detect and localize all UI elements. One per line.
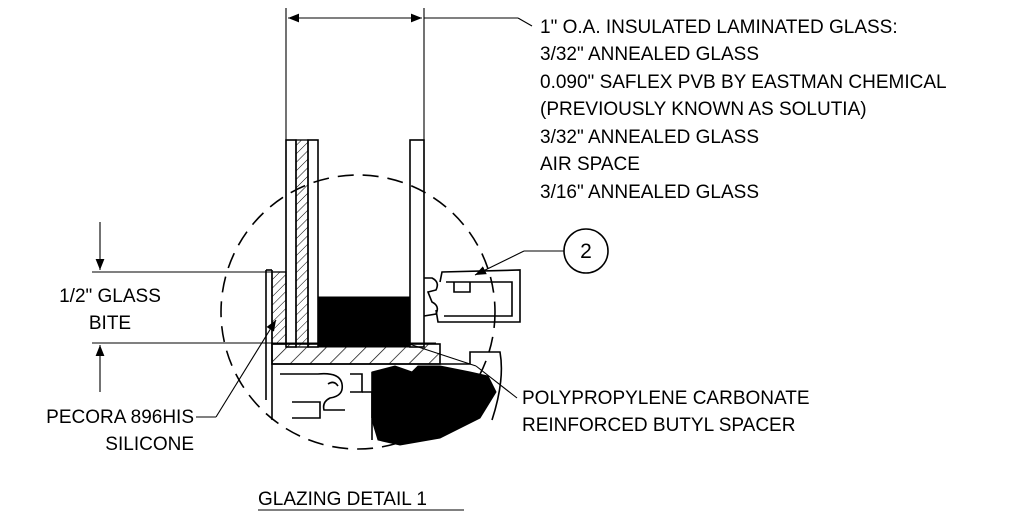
glass-callout-line7: 3/16" ANNEALED GLASS: [540, 182, 759, 203]
spacer-leader: [475, 365, 518, 399]
frame-extrusion: [265, 269, 503, 446]
pvb-interlayer: [295, 139, 309, 348]
middle-glass-lite: [307, 139, 319, 348]
detail-tag-number: 2: [580, 240, 592, 263]
glass-callout-line3: 0.090" SAFLEX PVB BY EASTMAN CHEMICAL: [540, 72, 947, 93]
spacer-label-line2: REINFORCED BUTYL SPACER: [522, 415, 795, 436]
glass-callout-line2: 3/32" ANNEALED GLASS: [540, 44, 759, 65]
silicone-bead: [271, 271, 287, 345]
silicone-label-line2: SILICONE: [105, 434, 194, 455]
overall-thickness-dimension: [285, 8, 533, 272]
glass-bite-label-line2: BITE: [89, 313, 131, 334]
outer-glass-lite: [285, 139, 297, 348]
spacer-leader-2: [387, 336, 477, 367]
silicone-leader-diag: [215, 319, 277, 418]
inner-glass-lite: [409, 139, 425, 348]
glazing-bead: [423, 269, 521, 323]
glass-assembly: [285, 139, 425, 348]
glass-callout-line6: AIR SPACE: [540, 154, 640, 175]
setting-block: [271, 343, 441, 365]
detail-circle: [220, 174, 496, 450]
detail-title: GLAZING DETAIL 1: [258, 489, 427, 510]
detail-tag: 2: [474, 228, 609, 276]
spacer-label-line1: POLYPROPYLENE CARBONATE: [522, 388, 810, 409]
glass-callout-line5: 3/32" ANNEALED GLASS: [540, 127, 759, 148]
silicone-label-line1: PECORA 896HIS: [46, 407, 194, 428]
glass-callout-line1: 1" O.A. INSULATED LAMINATED GLASS:: [540, 17, 898, 38]
glass-bite-dimension: [92, 222, 436, 392]
glass-bite-label-line1: 1/2" GLASS: [59, 286, 161, 307]
glass-callout-line4: (PREVIOUSLY KNOWN AS SOLUTIA): [540, 99, 867, 120]
